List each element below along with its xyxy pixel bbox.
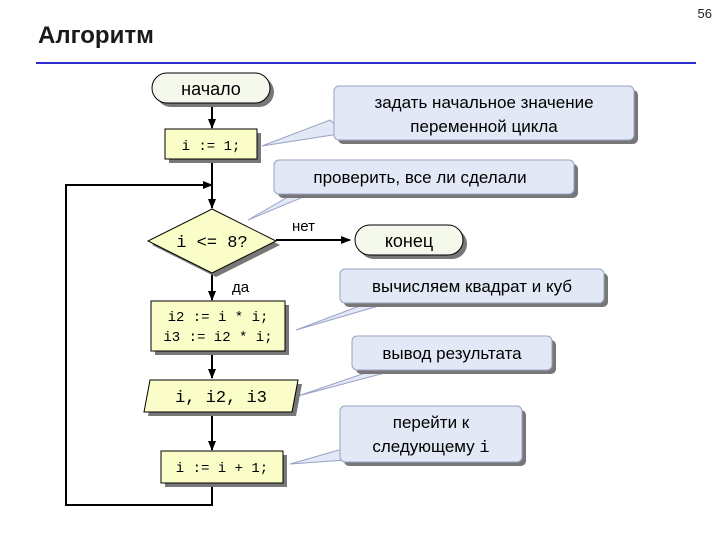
increment-label: i := i + 1; (176, 461, 268, 477)
no-label: нет (292, 218, 315, 235)
output-block: i, i2, i3 (143, 379, 302, 416)
callout-output-text: вывод результата (382, 344, 522, 363)
condition-decision: i <= 8? (146, 208, 280, 277)
compute-line2: i3 := i2 * i; (163, 330, 272, 346)
callout-check-text: проверить, все ли сделали (313, 168, 526, 187)
callout-compute-text: вычисляем квадрат и куб (372, 277, 572, 296)
start-terminal: начало (151, 72, 274, 107)
slide-number: 56 (697, 6, 712, 21)
start-label: начало (181, 79, 241, 99)
init-process: i := 1; (164, 128, 261, 163)
callout-next-line1: перейти к (393, 413, 470, 432)
callout-output: вывод результата (297, 335, 556, 397)
callout-next-line2-prefix: следующему (372, 437, 479, 456)
end-terminal: конец (354, 224, 467, 259)
compute-process: i2 := i * i; i3 := i2 * i; (150, 300, 289, 355)
page-title: Алгоритм (38, 22, 154, 49)
title-underline (36, 62, 696, 64)
callout-compute: вычисляем квадрат и куб (295, 268, 608, 331)
increment-process: i := i + 1; (160, 450, 287, 487)
condition-label: i <= 8? (176, 234, 247, 253)
connectors (65, 105, 351, 506)
callout-init: задать начальное значение переменной цик… (261, 85, 638, 147)
callout-init-line2: переменной цикла (410, 117, 558, 136)
output-label: i, i2, i3 (175, 389, 267, 408)
loop-back-line (65, 181, 213, 506)
callout-init-line1: задать начальное значение (374, 93, 593, 112)
callout-next: перейти к следующему i (289, 405, 526, 466)
callout-next-line2-var: i (479, 439, 489, 458)
callout-check: проверить, все ли сделали (247, 159, 578, 221)
end-label: конец (385, 231, 433, 251)
callout-next-line2: следующему i (372, 437, 489, 458)
yes-label: да (232, 279, 250, 296)
init-label: i := 1; (182, 139, 241, 155)
compute-line1: i2 := i * i; (168, 310, 269, 326)
